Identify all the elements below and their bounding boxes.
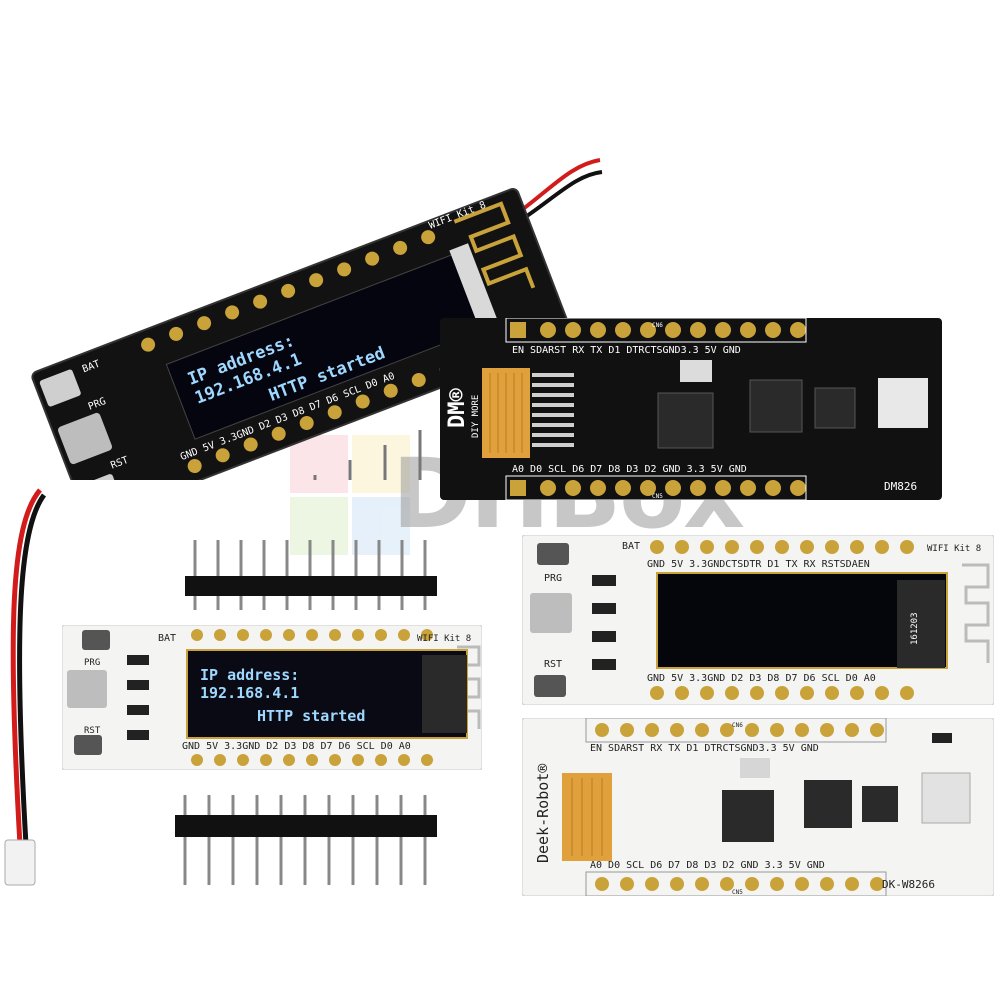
label-prg: PRG (544, 573, 562, 584)
flash-chip-icon (804, 780, 852, 828)
deek-cn6: CN6 (732, 722, 743, 729)
dm-logo: DM® (445, 388, 470, 428)
label-bat: BAT (622, 541, 640, 552)
usb-uart-chip-icon (814, 387, 856, 429)
board-dm826: EN SDARST RX TX D1 DTRCTSGND3.3 5V GND A… (440, 317, 942, 501)
pin-header-strip-bottom (175, 795, 450, 885)
deek-model: DK-W8266 (882, 878, 935, 891)
crystal-icon (740, 758, 770, 778)
jst-connector-icon (878, 378, 928, 428)
dm-pins-top: EN SDARST RX TX D1 DTRCTSGND3.3 5V GND (512, 345, 741, 356)
esp-chip-icon (722, 790, 774, 842)
dm-pins-bottom: A0 D0 SCL D6 D7 D8 D3 D2 GND 3.3 5V GND (512, 464, 747, 475)
dm-brand: DIY MORE (471, 395, 481, 438)
usb-uart-chip-icon (862, 786, 898, 822)
oled-line-1: IP address: (200, 666, 299, 684)
flash-chip-icon (749, 379, 803, 433)
jst-connector-icon (921, 772, 971, 824)
dm-cn6: CN6 (652, 322, 663, 329)
usb-port-icon (530, 593, 572, 633)
deek-brand: Deek-Robot® (534, 763, 552, 863)
jst-plug-icon (4, 839, 36, 886)
deek-cn5: CN5 (732, 889, 743, 896)
label-rst: RST (84, 726, 101, 736)
usb-port-icon (67, 670, 107, 708)
pins-bottom: GND 5V 3.3GND D2 D3 D8 D7 D6 SCL D0 A0 (182, 741, 411, 752)
pins-bottom: GND 5V 3.3GND D2 D3 D8 D7 D6 SCL D0 A0 (647, 673, 876, 684)
rst-button[interactable] (74, 735, 102, 755)
deek-pins-top: EN SDARST RX TX D1 DTRCTSGND3.3 5V GND (590, 743, 819, 754)
battery-wire-cable (0, 485, 60, 895)
pin-header-strip-top (185, 540, 445, 610)
prg-button[interactable] (537, 543, 569, 565)
rst-button[interactable] (534, 675, 566, 697)
board-white-wifi-kit8-right: 161203 BAT PRG RST WIFI Kit 8 GND 5V 3.3… (521, 534, 995, 706)
label-kit: WIFI Kit 8 (417, 634, 471, 644)
label-kit: WIFI Kit 8 (927, 544, 981, 554)
watermark-logo (290, 435, 710, 555)
usb-port-icon (58, 412, 113, 465)
crystal-icon (680, 360, 712, 382)
board-black-wifi-kit8: IP address: 192.168.4.1 HTTP started BAT… (10, 120, 610, 560)
dm-cn5: CN5 (652, 493, 663, 500)
flex-code: 161203 (910, 612, 920, 645)
led-icon (932, 733, 952, 743)
oled-line-3: HTTP started (257, 707, 365, 725)
esp-chip-icon (657, 392, 714, 449)
oled-line-2: 192.168.4.1 (200, 684, 299, 702)
board-white-wifi-kit8-left: IP address: 192.168.4.1 HTTP started BAT… (61, 624, 483, 771)
label-prg: PRG (84, 658, 100, 668)
pins-top: GND 5V 3.3GNDCTSDTR D1 TX RX RSTSDAEN (647, 559, 870, 570)
dm-model: DM826 (884, 480, 917, 493)
label-rst: RST (544, 659, 562, 670)
deek-pins-bottom: A0 D0 SCL D6 D7 D8 D3 D2 GND 3.3 5V GND (590, 860, 825, 871)
prg-button[interactable] (39, 369, 82, 408)
label-bat: BAT (158, 633, 176, 644)
oled-flex-cable (562, 773, 612, 861)
prg-button[interactable] (82, 630, 110, 650)
board-deek-robot: EN SDARST RX TX D1 DTRCTSGND3.3 5V GND A… (521, 717, 995, 897)
